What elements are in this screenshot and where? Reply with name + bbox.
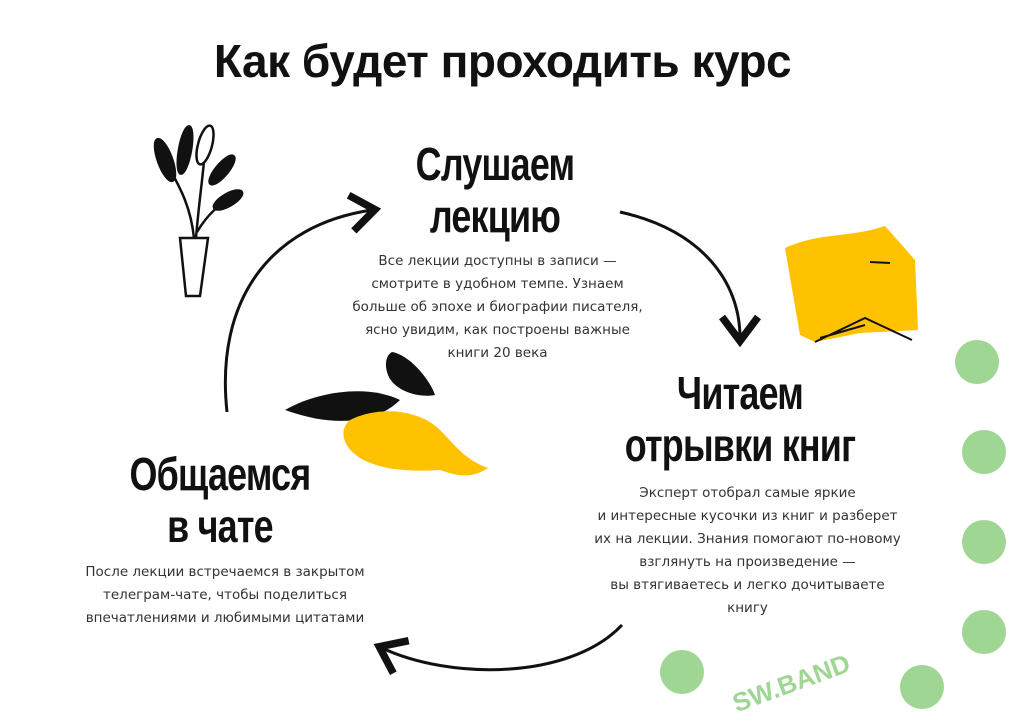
heading-line: в чате <box>167 500 273 552</box>
watermark-circle <box>660 650 704 694</box>
watermark-circle <box>962 610 1006 654</box>
step-lecture-heading: Слушаем лекцию <box>409 138 581 242</box>
step-lecture-text: Все лекции доступны в записи — смотрите … <box>352 253 643 361</box>
arrow-to-lecture <box>223 191 382 413</box>
step-books-heading: Читаем отрывки книг <box>623 367 857 471</box>
page-title: Как будет проходить курс <box>213 35 792 87</box>
abstract-shapes-icon <box>285 352 488 476</box>
step-books-text: Эксперт отобрал самые яркие и интересные… <box>594 485 901 616</box>
heading-line: лекцию <box>429 190 561 242</box>
heading-line: Слушаем <box>415 138 575 190</box>
watermark-circle <box>962 430 1006 474</box>
arrow-to-chat <box>373 623 624 675</box>
watermark-circle <box>900 665 944 709</box>
heading-line: отрывки книг <box>624 419 856 471</box>
heading-line: Общаемся <box>129 448 312 500</box>
step-chat-heading: Общаемся в чате <box>126 448 313 552</box>
plant-icon <box>153 124 244 298</box>
step-chat-text: После лекции встречаемся в закрытом теле… <box>85 564 365 626</box>
book-icon <box>785 226 918 343</box>
watermark-circle <box>962 520 1006 564</box>
heading-line: Читаем <box>676 367 804 419</box>
watermark-circle <box>955 340 999 384</box>
arrow-to-books <box>619 210 761 348</box>
